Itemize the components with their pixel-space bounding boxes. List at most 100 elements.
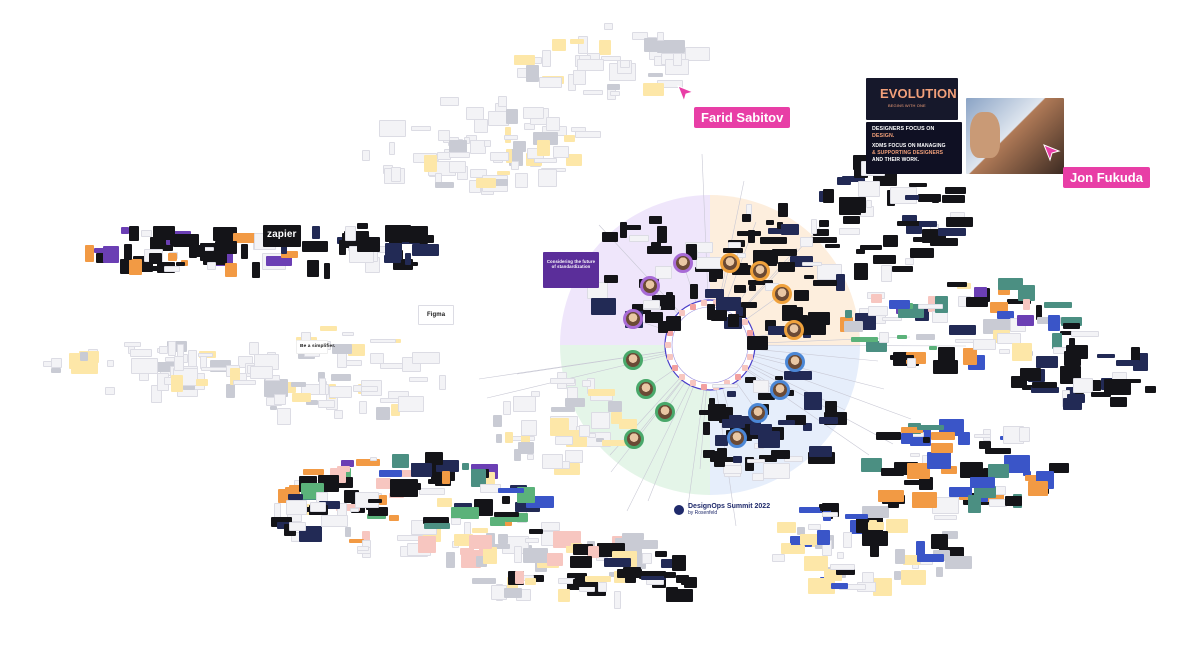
slide-thumbnail[interactable] [666,316,681,331]
slide-thumbnail[interactable] [931,432,955,440]
slide-thumbnail[interactable] [715,435,728,446]
slide-thumbnail[interactable] [778,262,795,272]
slide-thumbnail[interactable] [854,263,868,280]
slide-thumbnail[interactable] [622,533,644,540]
slide-thumbnail[interactable] [639,571,666,579]
slide-thumbnail[interactable] [862,506,889,518]
slide-thumbnail[interactable] [917,425,944,430]
slide-thumbnail[interactable] [553,146,569,158]
slide-thumbnail[interactable] [657,32,664,41]
slide-thumbnail[interactable] [525,538,539,543]
slide-thumbnail[interactable] [741,302,757,308]
slide-thumbnail[interactable] [350,508,359,512]
slide-thumbnail[interactable] [151,385,162,403]
slide-thumbnail[interactable] [171,375,183,392]
slide-thumbnail[interactable] [174,356,184,371]
slide-thumbnail[interactable] [868,522,884,530]
slide-thumbnail[interactable] [643,300,660,309]
slide-thumbnail[interactable] [652,316,660,321]
slide-thumbnail[interactable] [462,463,469,470]
slide-thumbnail[interactable] [1145,386,1156,393]
slide-thumbnail[interactable] [817,530,830,545]
slide-thumbnail[interactable] [318,400,335,408]
slide-thumbnail[interactable] [629,235,649,242]
slide-thumbnail[interactable] [454,534,473,546]
slide-thumbnail[interactable] [798,320,826,335]
slide-thumbnail[interactable] [851,337,878,342]
slide-thumbnail[interactable] [252,262,260,278]
slide-thumbnail[interactable] [905,195,919,200]
slide-thumbnail[interactable] [341,460,354,467]
slide-thumbnail[interactable] [71,360,98,374]
slide-thumbnail[interactable] [625,572,636,583]
slide-thumbnail[interactable] [379,470,402,477]
slide-thumbnail[interactable] [901,570,926,585]
slide-thumbnail[interactable] [168,253,177,261]
slide-thumbnail[interactable] [107,360,114,367]
slide-thumbnail[interactable] [813,280,837,286]
slide-thumbnail[interactable] [916,334,935,340]
slide-thumbnail[interactable] [419,488,445,495]
slide-thumbnail[interactable] [892,266,913,272]
slide-thumbnail[interactable] [423,517,449,524]
slide-thumbnail[interactable] [270,406,277,410]
slide-thumbnail[interactable] [933,360,958,374]
slide-thumbnail[interactable] [349,539,364,543]
slide-thumbnail[interactable] [878,490,904,502]
slide-thumbnail[interactable] [437,498,452,507]
slide-thumbnail[interactable] [310,502,326,512]
slide-thumbnail[interactable] [497,171,510,175]
slide-thumbnail[interactable] [289,485,300,496]
slide-thumbnail[interactable] [318,372,325,382]
slide-thumbnail[interactable] [897,335,907,339]
slide-thumbnail[interactable] [288,494,303,500]
slide-thumbnail[interactable] [289,522,306,531]
slide-thumbnail[interactable] [917,554,944,562]
slide-thumbnail[interactable] [820,505,831,511]
slide-thumbnail[interactable] [901,427,923,433]
slide-thumbnail[interactable] [476,556,487,567]
slide-thumbnail[interactable] [368,499,382,503]
slide-thumbnail[interactable] [985,448,1011,454]
slide-thumbnail[interactable] [1110,397,1127,407]
slide-thumbnail[interactable] [368,507,388,516]
slide-thumbnail[interactable] [559,538,571,546]
slide-thumbnail[interactable] [331,374,351,381]
slide-thumbnail[interactable] [124,342,141,347]
slide-thumbnail[interactable] [418,536,436,553]
speaker-avatar[interactable] [748,403,768,423]
slide-thumbnail[interactable] [384,255,401,263]
slide-thumbnail[interactable] [241,244,248,259]
slide-thumbnail[interactable] [1028,481,1048,496]
slide-thumbnail[interactable] [486,472,495,487]
slide-thumbnail[interactable] [742,214,751,222]
slide-thumbnail[interactable] [230,368,240,385]
slide-thumbnail[interactable] [514,449,521,461]
slide-thumbnail[interactable] [329,386,352,398]
slide-thumbnail[interactable] [945,556,972,569]
slide-thumbnail[interactable] [655,551,667,557]
slide-thumbnail[interactable] [786,415,806,425]
slide-thumbnail[interactable] [292,393,311,402]
slide-thumbnail[interactable] [558,589,570,602]
slide-thumbnail[interactable] [636,540,658,549]
slide-thumbnail[interactable] [997,333,1021,344]
slide-thumbnail[interactable] [703,450,715,458]
slide-thumbnail[interactable] [446,552,455,568]
slide-thumbnail[interactable] [511,161,519,170]
slide-thumbnail[interactable] [923,437,930,443]
slide-thumbnail[interactable] [990,302,1008,313]
slide-thumbnail[interactable] [974,287,987,298]
slide-thumbnail[interactable] [873,578,892,596]
slide-thumbnail[interactable] [439,375,446,390]
slide-thumbnail[interactable] [588,389,615,396]
slide-thumbnail[interactable] [598,582,607,592]
slide-thumbnail[interactable] [655,266,672,279]
slide-thumbnail[interactable] [760,253,778,264]
slide-thumbnail[interactable] [498,96,507,107]
slide-thumbnail[interactable] [871,294,882,303]
slide-thumbnail[interactable] [565,398,585,407]
slide-thumbnail[interactable] [810,237,837,243]
slide-thumbnail[interactable] [393,259,413,270]
slide-thumbnail[interactable] [974,434,991,438]
